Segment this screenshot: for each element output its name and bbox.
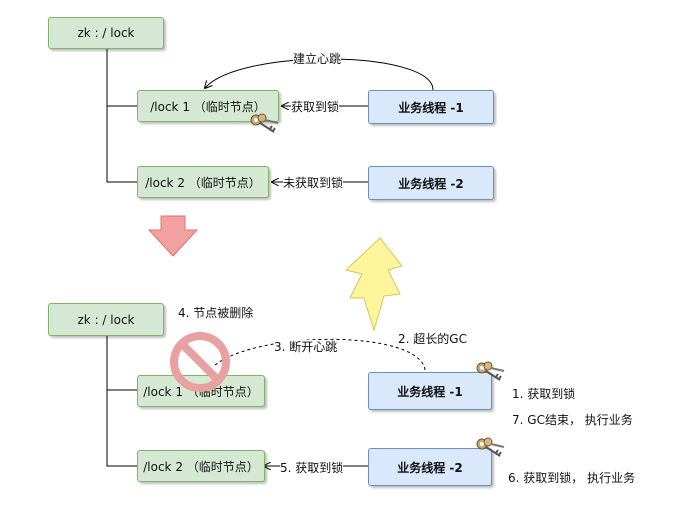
key-icon: [476, 361, 505, 381]
not-got-lock-label: 未获取到锁: [283, 176, 344, 190]
lock2-node-top: /lock 2 （临时节点）: [137, 166, 269, 198]
lightning-icon: [344, 237, 403, 332]
step3-label: 3. 断开心跳: [274, 340, 338, 354]
key-icon: [250, 113, 279, 133]
thread2-node-bottom: 业务线程 -2: [368, 448, 492, 486]
got-lock-label: 获取到锁: [291, 100, 340, 114]
lock1-node-top: /lock 1 （临时节点）: [137, 90, 279, 122]
tree-line-bottom: [106, 336, 137, 467]
step4-label: 4. 节点被删除: [178, 306, 254, 320]
zk-root-node-bottom: zk : / lock: [48, 303, 164, 336]
thread2-node-top: 业务线程 -2: [368, 166, 494, 200]
heartbeat-label: 建立心跳: [293, 52, 342, 66]
step2-label: 2. 超长的GC: [398, 332, 467, 346]
broken-heartbeat: [214, 338, 426, 371]
thread1-node-bottom: 业务线程 -1: [368, 372, 492, 410]
step6-label: 6. 获取到锁， 执行业务: [508, 471, 636, 485]
step5-label: 5. 获取到锁: [280, 461, 344, 475]
step1-label: 1. 获取到锁: [512, 387, 576, 401]
key-icon: [476, 437, 505, 457]
zk-root-node-top: zk : / lock: [48, 17, 164, 49]
prohibited-icon: [170, 332, 230, 392]
lock2-node-bottom: /lock 2 （临时节点）: [137, 450, 265, 482]
arrow-down-icon: [147, 215, 199, 257]
thread1-node-top: 业务线程 -1: [368, 90, 494, 124]
step7-label: 7. GC结束， 执行业务: [512, 413, 633, 427]
tree-line-top: [106, 49, 137, 183]
